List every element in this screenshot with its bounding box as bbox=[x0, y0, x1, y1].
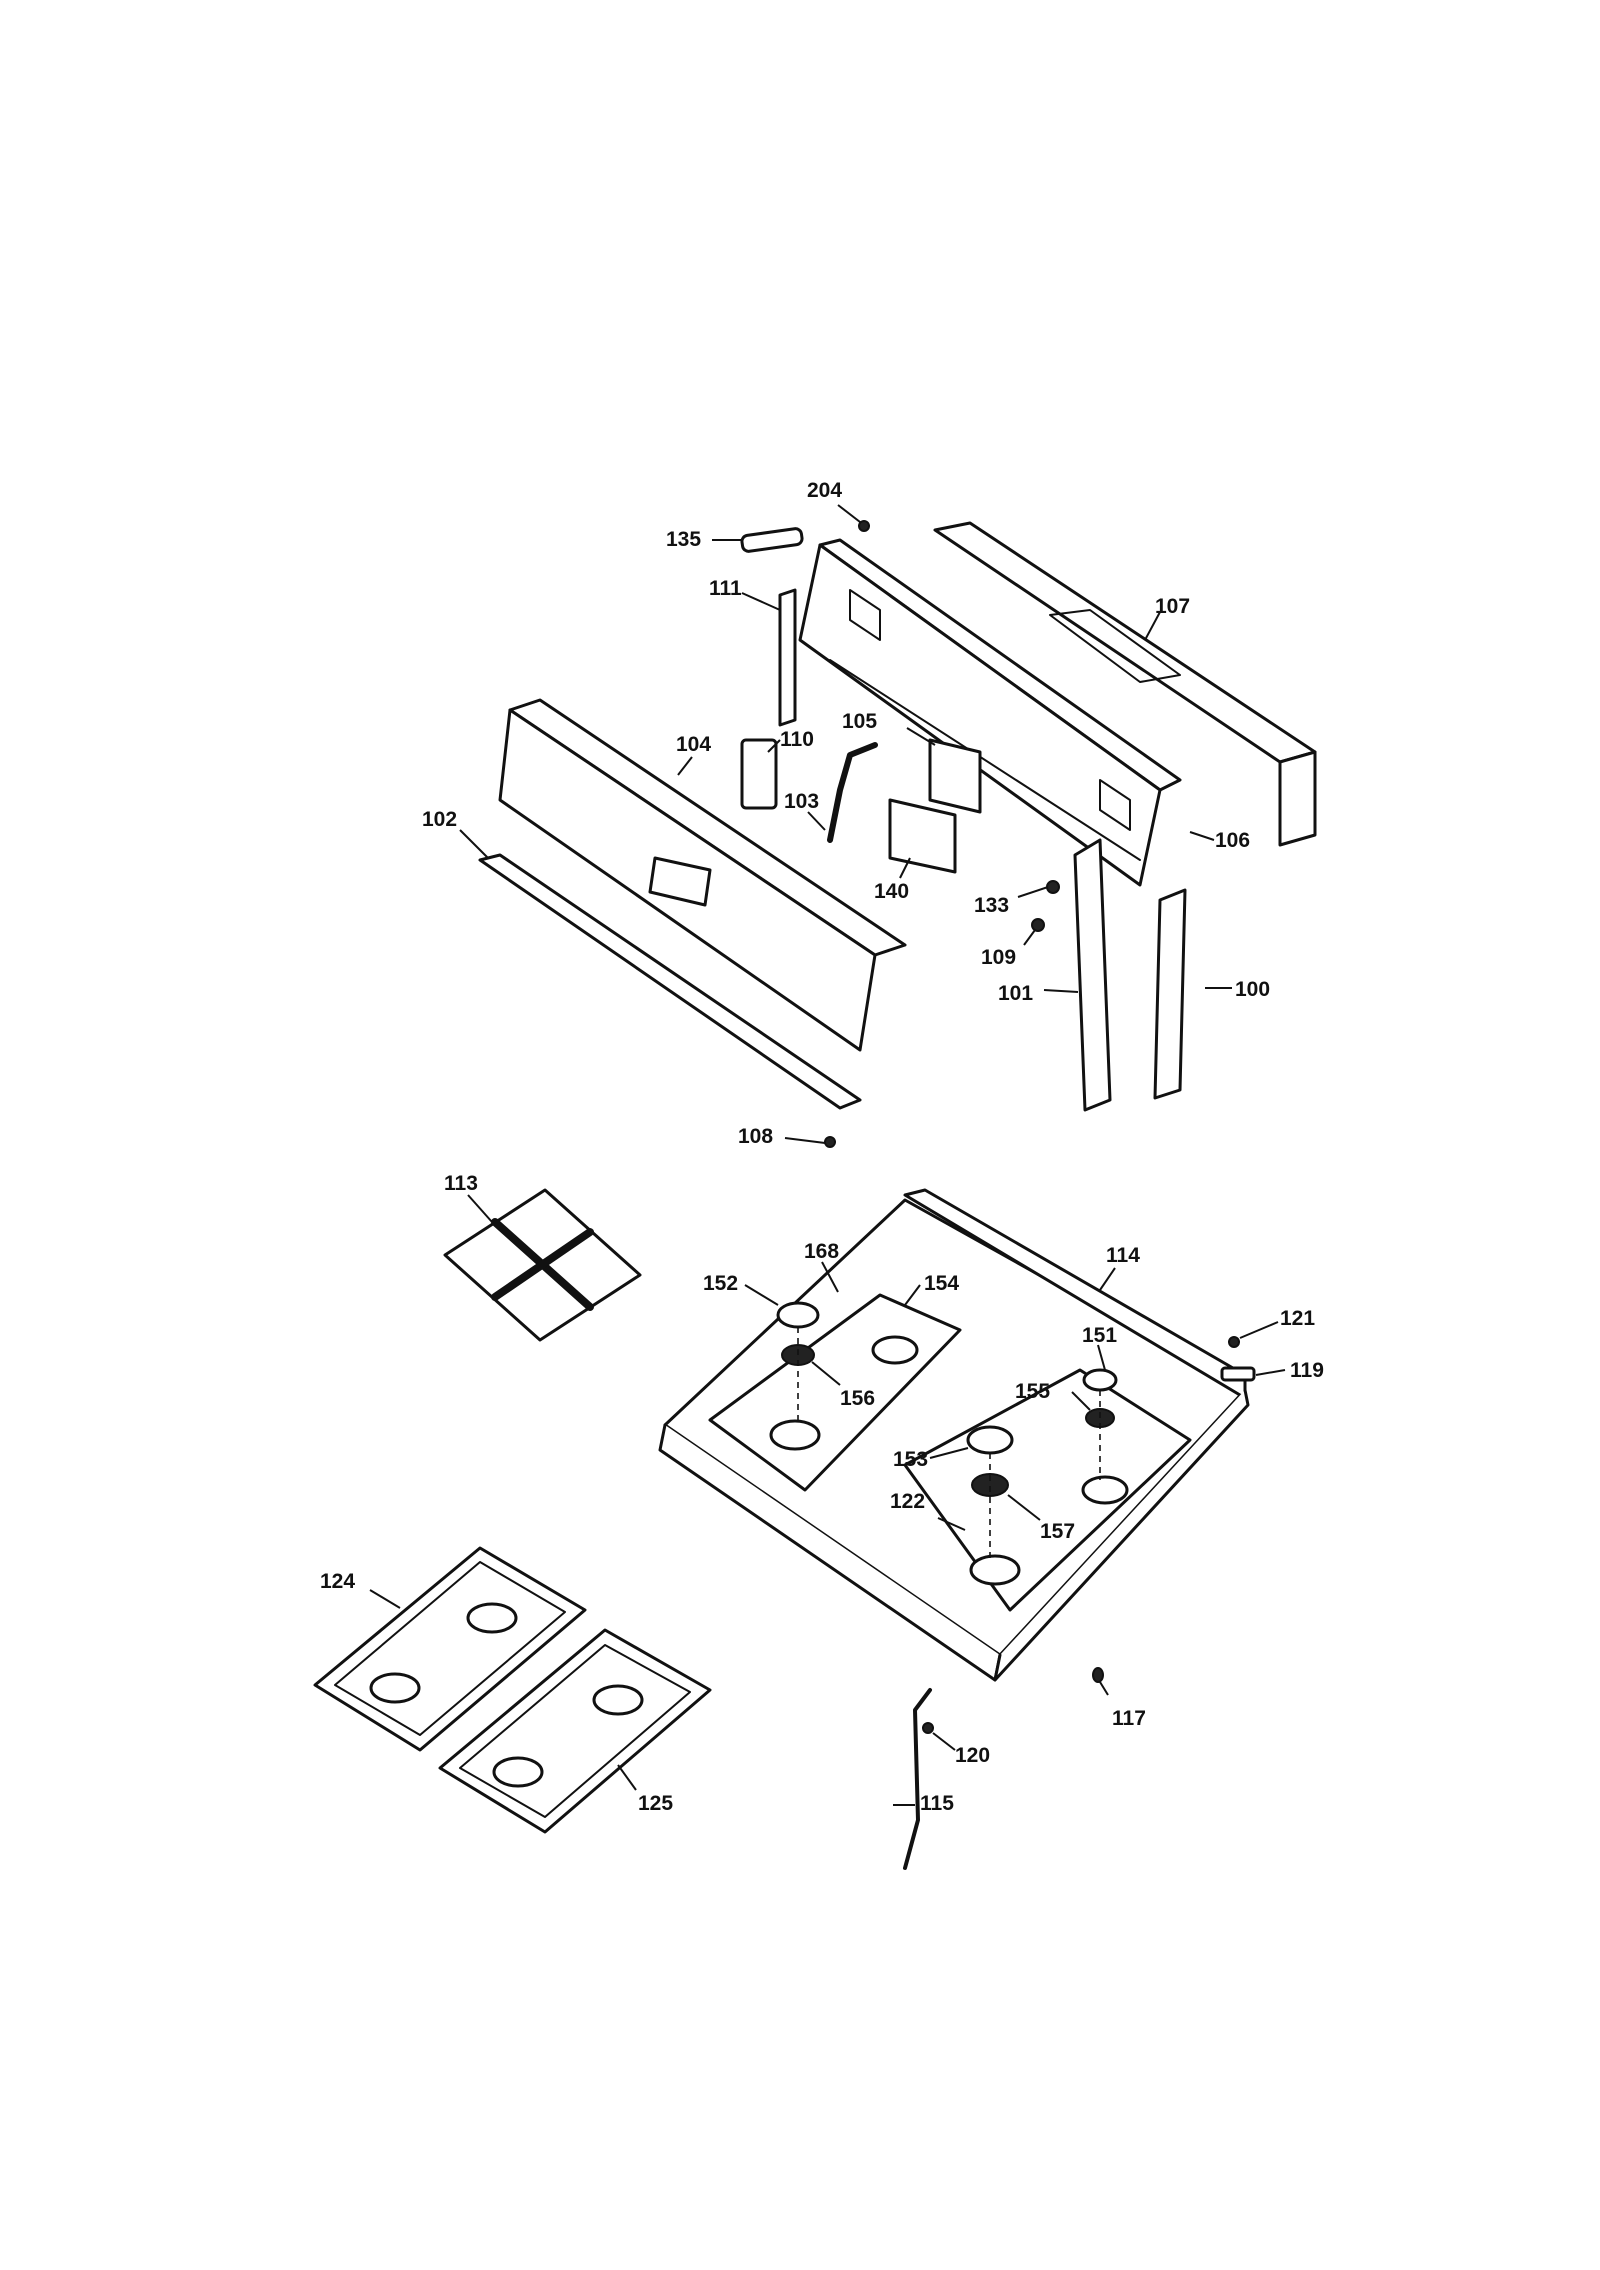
part-burner-head-157 bbox=[971, 1473, 1009, 1497]
part-top-cover bbox=[933, 521, 1317, 847]
leader-lines bbox=[369, 504, 1286, 1806]
callout-102: 102 bbox=[422, 808, 457, 831]
part-endcap bbox=[1153, 888, 1187, 1100]
part-harness bbox=[827, 742, 878, 843]
callout-124: 124 bbox=[320, 1570, 355, 1593]
callout-101: 101 bbox=[998, 982, 1033, 1005]
part-burner-cap-152 bbox=[776, 1301, 820, 1329]
callout-114: 114 bbox=[1106, 1244, 1140, 1267]
part-burner-cap-151 bbox=[1082, 1368, 1118, 1392]
callout-204: 204 bbox=[807, 479, 842, 502]
callout-106: 106 bbox=[1215, 829, 1250, 852]
callout-103: 103 bbox=[784, 790, 819, 813]
callout-110: 110 bbox=[780, 728, 814, 751]
part-drip-pan-124 bbox=[313, 1546, 587, 1752]
callout-122: 122 bbox=[890, 1490, 925, 1513]
part-burner-cap-153 bbox=[966, 1425, 1014, 1455]
part-clock bbox=[928, 738, 982, 814]
callout-117: 117 bbox=[1112, 1707, 1146, 1730]
part-grate bbox=[443, 1188, 642, 1342]
callout-108: 108 bbox=[738, 1125, 773, 1148]
callout-168: 168 bbox=[804, 1240, 839, 1263]
callout-135: 135 bbox=[666, 528, 701, 551]
screw-108 bbox=[824, 1136, 836, 1148]
callout-119: 119 bbox=[1290, 1359, 1324, 1382]
callout-125: 125 bbox=[638, 1792, 673, 1815]
callout-156: 156 bbox=[840, 1387, 875, 1410]
part-cooktop bbox=[658, 1188, 1250, 1682]
screw-133 bbox=[1046, 880, 1060, 894]
callout-151: 151 bbox=[1082, 1324, 1117, 1347]
part-clock-overlay bbox=[888, 798, 957, 874]
callout-121: 121 bbox=[1280, 1307, 1315, 1330]
callout-154: 154 bbox=[924, 1272, 959, 1295]
callout-120: 120 bbox=[955, 1744, 990, 1767]
callout-113: 113 bbox=[444, 1172, 478, 1195]
part-bracket-119 bbox=[1220, 1366, 1256, 1382]
callout-105: 105 bbox=[842, 710, 877, 733]
callout-153: 153 bbox=[893, 1448, 928, 1471]
part-back-panel bbox=[798, 538, 1182, 887]
callout-140: 140 bbox=[874, 880, 909, 903]
callout-107: 107 bbox=[1155, 595, 1190, 618]
part-end-bracket bbox=[1073, 838, 1112, 1112]
screw-109 bbox=[1031, 918, 1045, 932]
callout-155: 155 bbox=[1015, 1380, 1050, 1403]
callout-115: 115 bbox=[920, 1792, 954, 1815]
part-drip-pan-125 bbox=[438, 1628, 712, 1834]
callout-133: 133 bbox=[974, 894, 1009, 917]
callout-labels: 204 135 111 107 105 110 104 103 102 106 … bbox=[320, 479, 1324, 1815]
part-rod-115 bbox=[903, 1688, 932, 1870]
screw-204 bbox=[858, 520, 870, 532]
part-clip bbox=[740, 527, 804, 553]
callout-109: 109 bbox=[981, 946, 1016, 969]
callout-111: 111 bbox=[709, 577, 742, 600]
part-side-bracket bbox=[778, 588, 797, 727]
callout-152: 152 bbox=[703, 1272, 738, 1295]
part-bumper-117 bbox=[1092, 1667, 1104, 1683]
part-clip-120 bbox=[922, 1722, 934, 1734]
screw-121 bbox=[1228, 1336, 1240, 1348]
part-front-control-panel bbox=[498, 698, 907, 1052]
callout-104: 104 bbox=[676, 733, 711, 756]
part-switch bbox=[740, 738, 778, 810]
part-lower-trim bbox=[478, 853, 862, 1110]
callout-100: 100 bbox=[1235, 978, 1270, 1001]
callout-157: 157 bbox=[1040, 1520, 1075, 1543]
